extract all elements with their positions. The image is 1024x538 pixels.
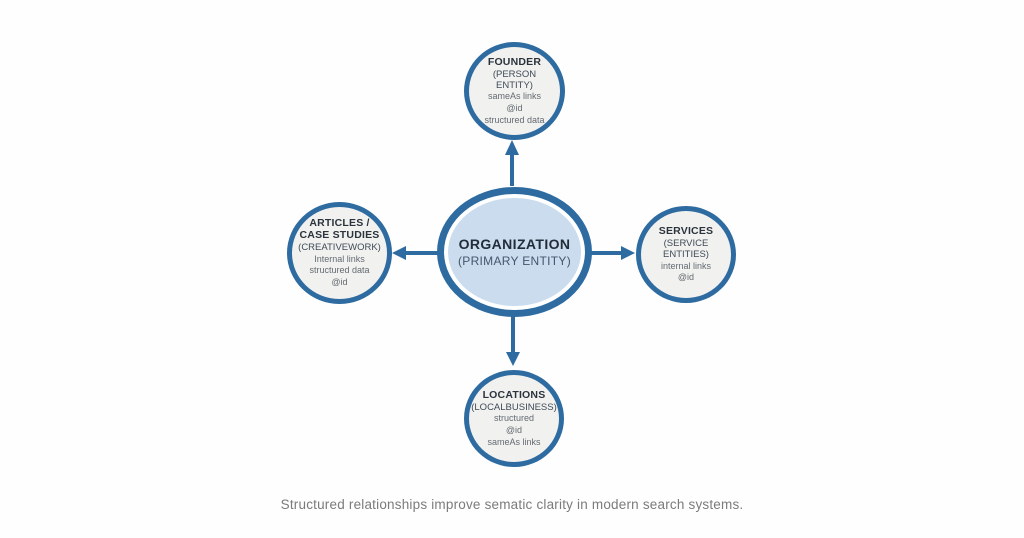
arrow-to-founder (505, 140, 519, 186)
locations-detail: @id (505, 424, 523, 435)
articles-subtitle: (CREATIVEWORK) (298, 242, 381, 254)
node-services: SERVICES (SERVICE ENTITIES) internal lin… (636, 206, 736, 303)
founder-subtitle: (PERSON ENTITY) (492, 68, 537, 91)
founder-detail: @id (506, 103, 523, 114)
locations-title: LOCATIONS (482, 388, 546, 401)
arrow-to-services (591, 246, 635, 260)
node-articles-case-studies: ARTICLES / CASE STUDIES (CREATIVEWORK) I… (287, 202, 392, 304)
services-detail: internal links (660, 260, 712, 271)
articles-detail: Internal links (314, 253, 365, 264)
organization-subtitle: (PRIMARY ENTITY) (457, 254, 572, 268)
node-locations: LOCATIONS (LOCALBUSINESS) structured @id… (464, 370, 564, 467)
locations-detail: structured (493, 413, 535, 424)
articles-detail: structured data (309, 265, 370, 276)
locations-subtitle: (LOCALBUSINESS) (471, 401, 557, 413)
articles-title: ARTICLES / CASE STUDIES (299, 217, 380, 242)
node-founder: FOUNDER (PERSON ENTITY) sameAs links @id… (464, 42, 565, 140)
arrow-to-articles (392, 246, 438, 260)
caption: Structured relationships improve sematic… (280, 497, 744, 512)
services-title: SERVICES (658, 224, 714, 237)
articles-detail: @id (331, 277, 348, 288)
node-organization: ORGANIZATION (PRIMARY ENTITY) (437, 187, 592, 317)
services-subtitle: (SERVICE ENTITIES) (663, 237, 709, 261)
founder-title: FOUNDER (487, 55, 542, 68)
arrow-to-locations (506, 316, 520, 366)
founder-detail: structured data (484, 114, 545, 125)
founder-detail: sameAs links (487, 91, 541, 102)
locations-detail: sameAs links (487, 436, 541, 447)
services-detail: @id (677, 272, 695, 283)
organization-title: ORGANIZATION (458, 236, 571, 252)
